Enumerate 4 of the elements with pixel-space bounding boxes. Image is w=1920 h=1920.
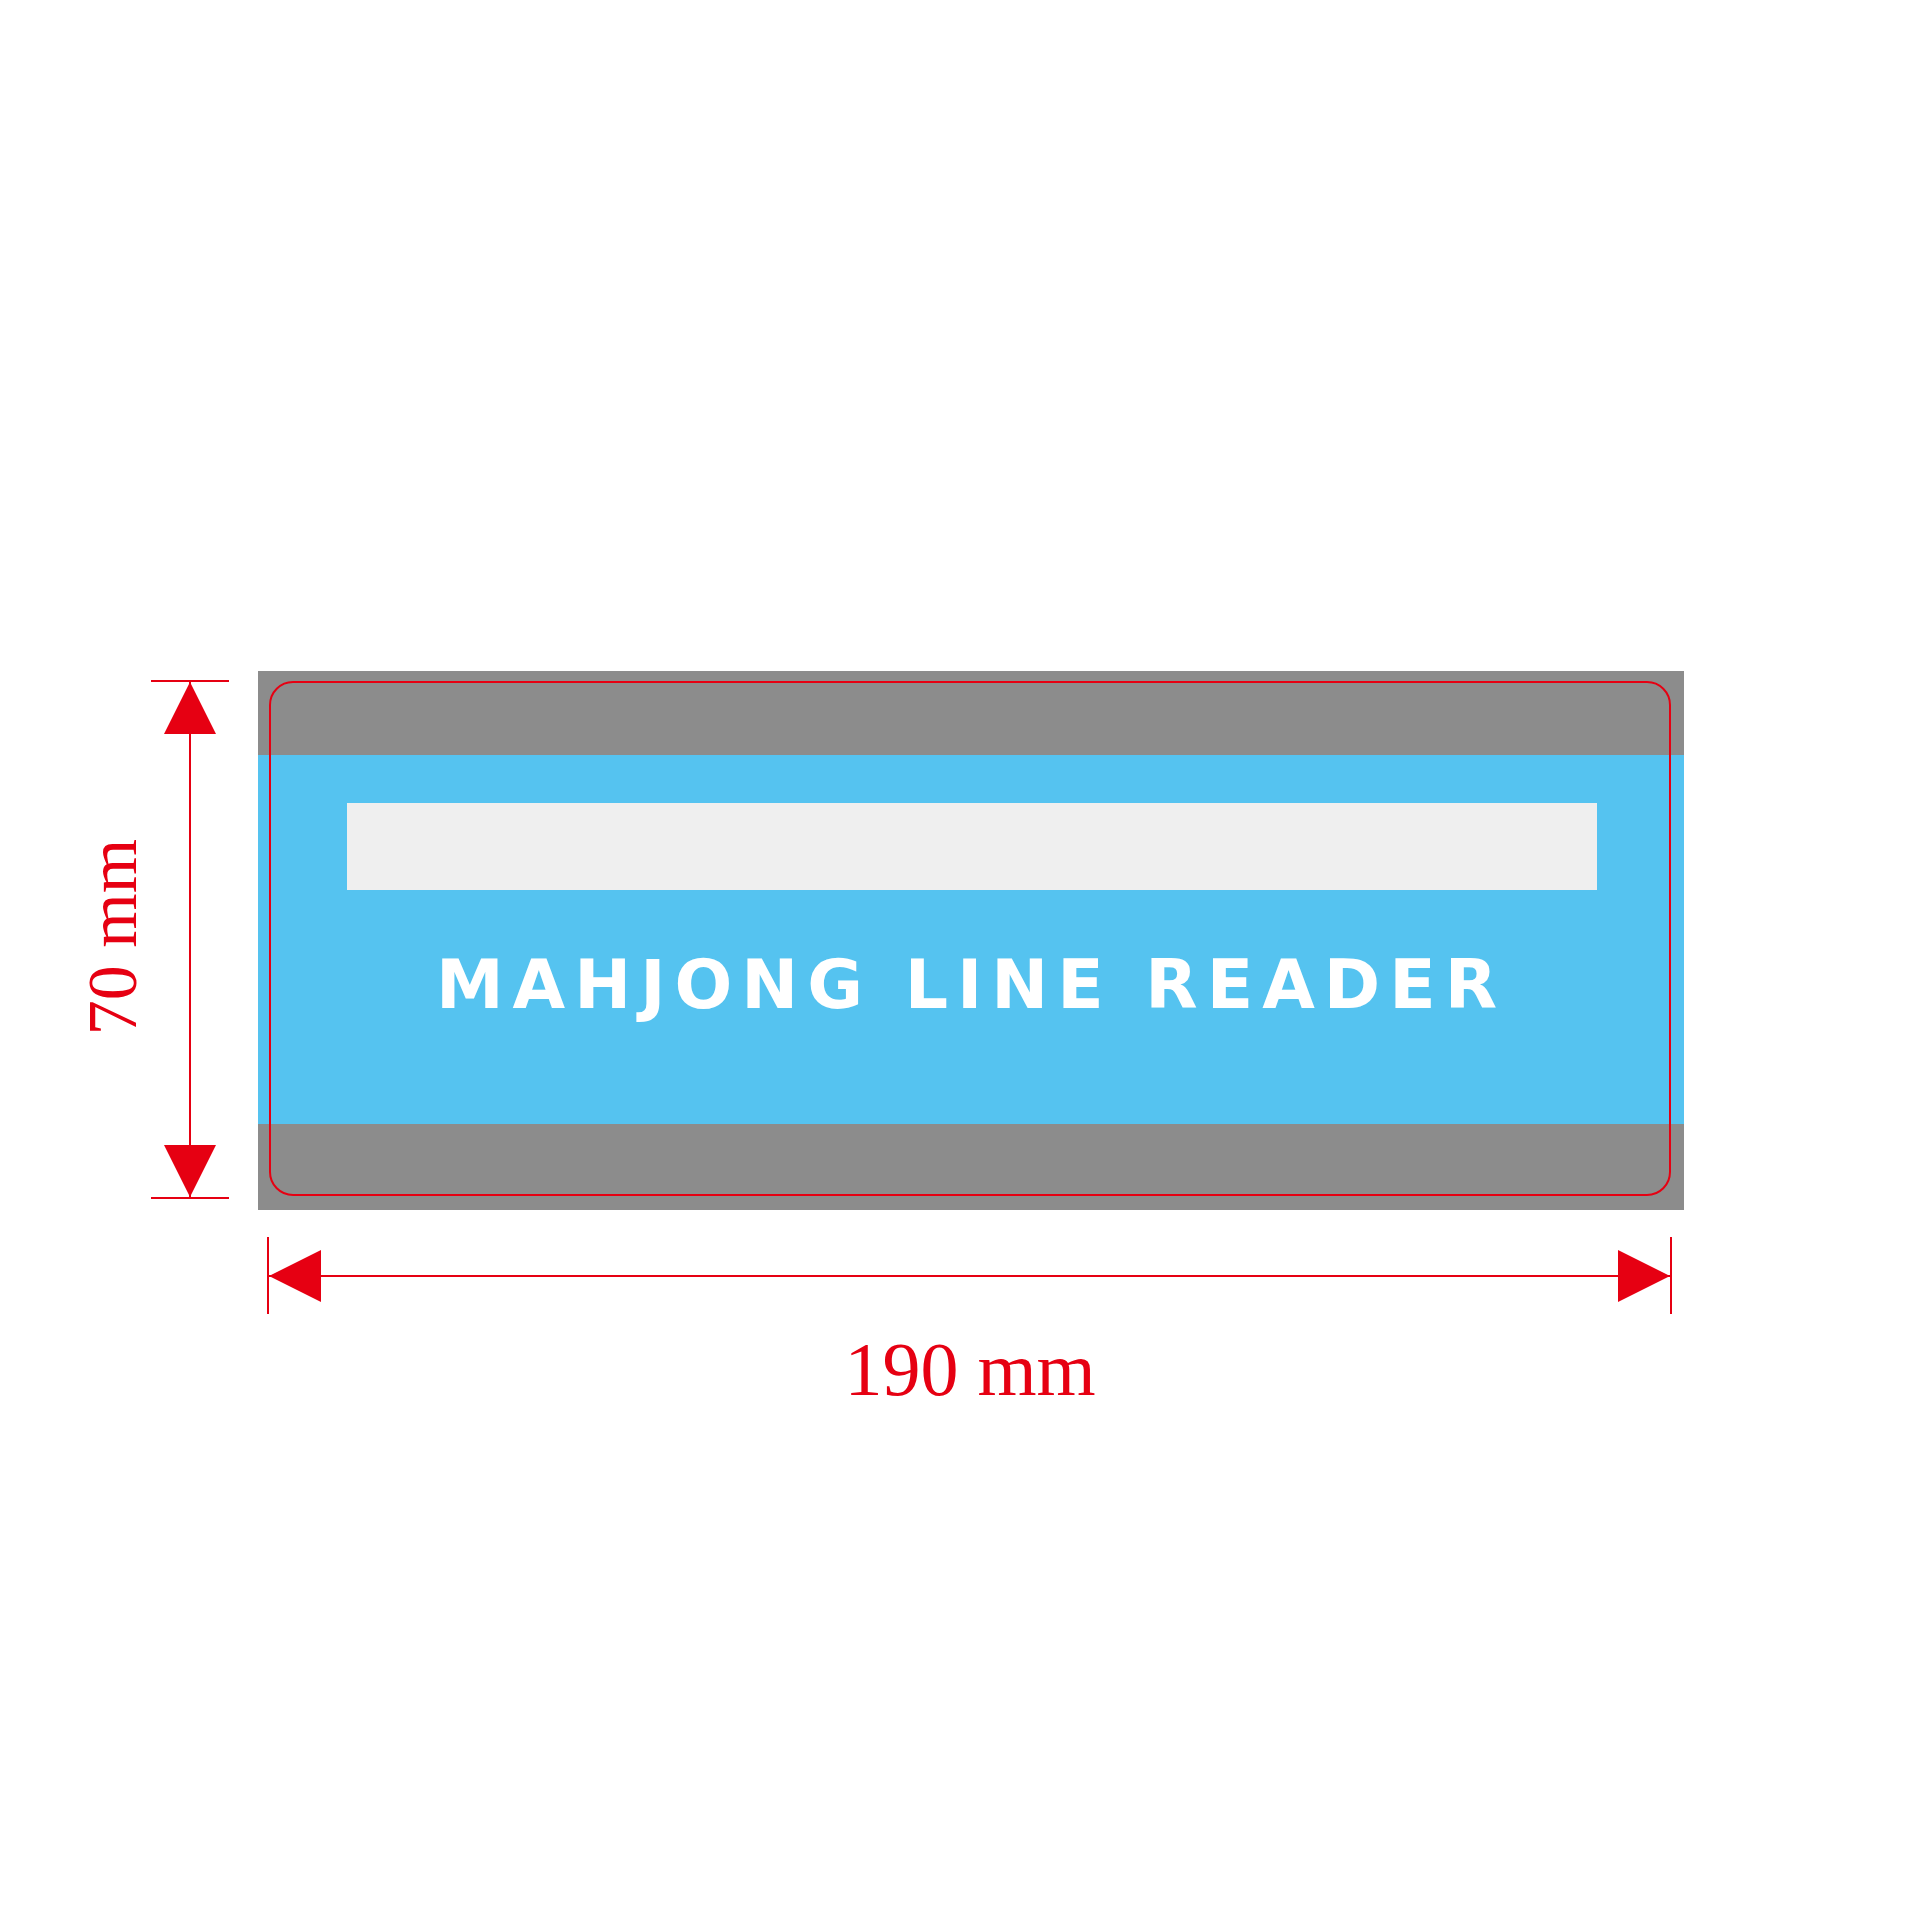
line-reader-card xyxy=(258,671,1684,1210)
dimension-label: 70 mm xyxy=(78,838,148,1036)
dimension-label: 190 mm xyxy=(844,1331,1096,1407)
reading-window xyxy=(347,803,1597,890)
